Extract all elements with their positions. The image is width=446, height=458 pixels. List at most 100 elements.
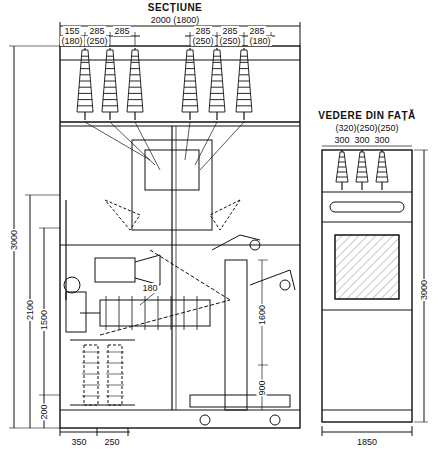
insulator-stroke — [384, 152, 388, 182]
insulator-stroke — [185, 74, 195, 75]
insulator-stroke — [134, 112, 135, 120]
insulator-stroke — [339, 162, 346, 163]
insulator-stroke — [82, 56, 89, 57]
insulator-stroke — [359, 162, 366, 163]
insulator-stroke — [189, 112, 190, 120]
insulator-stroke — [212, 81, 223, 82]
insulator-stroke — [211, 93, 224, 94]
insulator-stroke — [138, 50, 143, 112]
insulator-stroke — [193, 50, 198, 112]
insulator-stroke — [132, 296, 133, 330]
insulator-stroke — [186, 62, 194, 63]
insulator-stroke — [377, 172, 386, 173]
insulator-stroke — [104, 87, 116, 88]
dimension-label: 1600 — [257, 304, 267, 326]
insulator-stroke — [109, 112, 110, 120]
insulator-stroke — [131, 68, 140, 69]
insulator-stroke — [171, 296, 172, 330]
insulator-stroke — [107, 56, 114, 57]
insulator-stroke — [88, 50, 93, 112]
insulator-stroke — [106, 352, 124, 353]
insulator-stroke — [187, 50, 193, 51]
dimension-label: 300 — [353, 135, 370, 145]
dimension-label: (250) — [218, 36, 241, 46]
insulator-stroke — [364, 152, 368, 182]
insulator-stroke — [220, 50, 225, 112]
insulator-stroke — [106, 385, 124, 386]
insulator-stroke — [239, 81, 250, 82]
dimension-label: 2100 — [25, 299, 35, 321]
insulator-stroke — [359, 157, 364, 158]
dimension-label: 285 — [194, 26, 211, 36]
insulator-stroke — [102, 50, 107, 112]
insulator-stroke — [79, 87, 91, 88]
insulator-stroke — [184, 93, 197, 94]
insulator-stroke — [82, 385, 100, 386]
insulator-stroke — [127, 50, 132, 112]
insulator-stroke — [211, 87, 223, 88]
dimension-label: 285 — [248, 26, 265, 36]
insulator-stroke — [357, 172, 366, 173]
insulator-stroke — [212, 74, 222, 75]
insulator-stroke — [80, 81, 91, 82]
dimension-label: 155 — [63, 26, 80, 36]
insulator-stroke — [243, 112, 244, 120]
insulator-stroke — [237, 99, 251, 100]
insulator-stroke — [241, 56, 248, 57]
insulator-stroke — [213, 68, 222, 69]
insulator-stroke — [337, 172, 346, 173]
dimension-label: 285 — [88, 26, 105, 36]
insulator-stroke — [107, 50, 113, 51]
insulator-stroke — [339, 157, 344, 158]
insulator-stroke — [336, 152, 340, 182]
insulator-stroke — [81, 62, 89, 63]
view-heading: VEDERE DIN FAȚĂ — [317, 111, 417, 121]
insulator-stroke — [130, 81, 141, 82]
dimension-label: 2000 (1800) — [150, 15, 201, 25]
dimension-label: (180) — [248, 36, 271, 46]
dimension-label: 180 — [141, 283, 158, 293]
insulator-stroke — [82, 352, 100, 353]
dimension-label: (180) — [60, 36, 83, 46]
insulator-stroke — [82, 363, 100, 364]
dimension-label: 300 — [373, 135, 390, 145]
dimension-label: 1500 — [39, 309, 49, 331]
insulator-stroke — [106, 68, 115, 69]
insulator-stroke — [210, 105, 225, 106]
insulator-stroke — [236, 50, 241, 112]
insulator-stroke — [209, 50, 214, 112]
insulator-stroke — [77, 50, 82, 112]
insulator-stroke — [129, 93, 142, 94]
insulator-stroke — [241, 50, 247, 51]
insulator-stroke — [80, 74, 90, 75]
insulator-stroke — [78, 105, 93, 106]
insulator-stroke — [361, 182, 362, 190]
insulator-stroke — [119, 296, 120, 330]
dimension-label: 200 — [39, 403, 49, 420]
insulator-stroke — [184, 296, 185, 330]
insulator-stroke — [183, 105, 198, 106]
insulator-stroke — [106, 296, 107, 330]
insulator-stroke — [381, 182, 382, 190]
dimension-label: 300 — [333, 135, 350, 145]
dimension-label: 350 — [70, 437, 87, 447]
insulator-stroke — [338, 167, 346, 168]
insulator-stroke — [197, 296, 198, 330]
insulator-stroke — [106, 62, 114, 63]
insulator-stroke — [376, 152, 380, 182]
insulator-stroke — [131, 62, 139, 63]
insulator-stroke — [184, 87, 196, 88]
insulator-stroke — [214, 56, 221, 57]
insulator-stroke — [106, 374, 124, 375]
insulator-stroke — [185, 81, 196, 82]
insulator-stroke — [341, 182, 342, 190]
dimension-label: 250 — [103, 437, 120, 447]
insulator-stroke — [182, 50, 187, 112]
insulator-stroke — [344, 152, 348, 182]
insulator-stroke — [340, 152, 344, 153]
insulator-stroke — [106, 396, 124, 397]
dimension-label: 285 — [113, 26, 130, 36]
insulator-stroke — [380, 152, 384, 153]
dimension-label: (250) — [191, 36, 214, 46]
